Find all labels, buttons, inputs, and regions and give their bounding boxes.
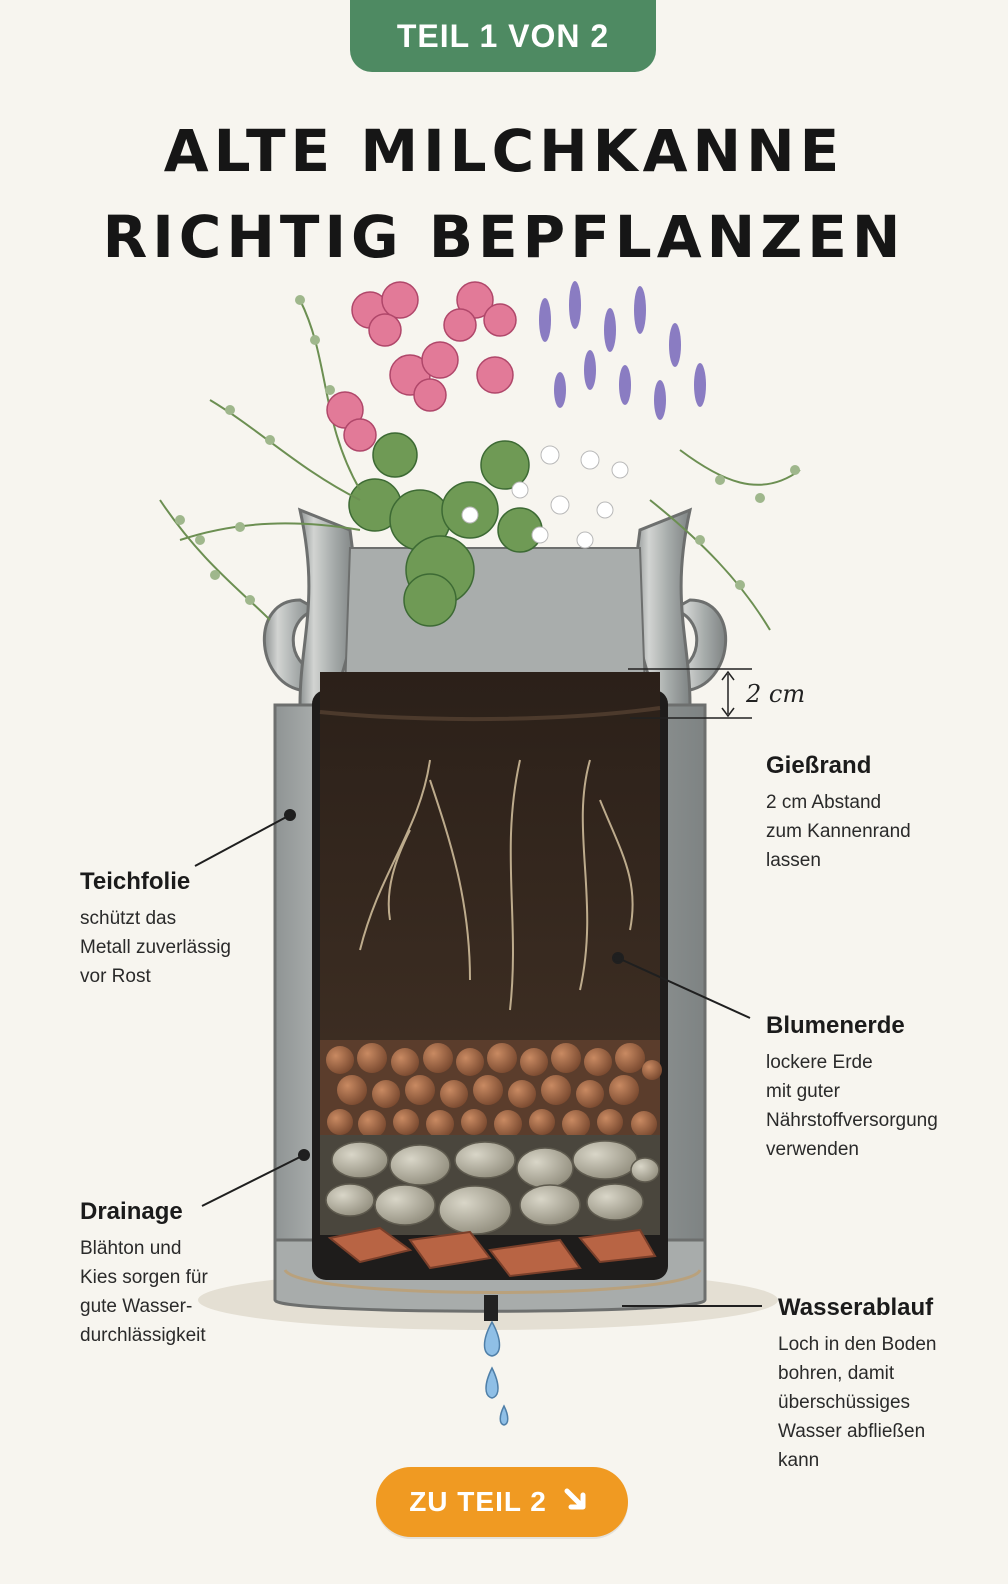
label-blumenerde-text: lockere Erde mit guter Nährstoffversorgu… xyxy=(766,1052,938,1160)
label-teichfolie-title: Teichfolie xyxy=(80,868,191,895)
label-giessrand-text: 2 cm Abstand zum Kannenrand lassen xyxy=(766,792,911,871)
callout-lines xyxy=(194,809,762,1307)
water-drop-1 xyxy=(483,1320,501,1357)
title-line-2: RICHTIG BEPFLANZEN xyxy=(102,203,906,271)
label-teichfolie: Teichfolie schützt das Metall zuverlässi… xyxy=(80,868,280,991)
label-drainage-text: Blähton und Kies sorgen für gute Wasser-… xyxy=(80,1238,208,1346)
label-giessrand-title: Gießrand xyxy=(766,752,872,779)
measure-indicator xyxy=(628,668,752,719)
label-wasserablauf-text: Loch in den Boden bohren, damit überschü… xyxy=(778,1334,937,1471)
pink-geranium-flowers xyxy=(326,281,517,452)
next-part-button[interactable]: ZU TEIL 2 xyxy=(376,1467,628,1537)
soil-layer xyxy=(320,672,660,1042)
lavender-flowers xyxy=(539,281,706,420)
arrow-down-right-icon xyxy=(564,1488,586,1510)
next-part-label: ZU TEIL 2 xyxy=(409,1486,547,1517)
label-wasserablauf-title: Wasserablauf xyxy=(778,1294,934,1321)
drain-hole xyxy=(484,1295,498,1321)
water-drop-3 xyxy=(499,1404,509,1426)
expanded-clay-layer xyxy=(320,1040,662,1138)
white-flowers xyxy=(461,445,629,549)
label-blumenerde: Blumenerde lockere Erde mit guter Nährst… xyxy=(766,1012,1002,1164)
label-giessrand: Gießrand 2 cm Abstand zum Kannenrand las… xyxy=(766,752,996,875)
label-drainage: Drainage Blähton und Kies sorgen für gut… xyxy=(80,1198,280,1350)
gravel-layer xyxy=(320,1135,660,1235)
part-badge: TEIL 1 VON 2 xyxy=(350,0,656,72)
brick-shards xyxy=(327,1226,657,1278)
roots xyxy=(359,759,634,1011)
water-drop-2 xyxy=(485,1366,499,1399)
label-teichfolie-text: schützt das Metall zuverlässig vor Rost xyxy=(80,908,231,987)
measure-label: 2 cm xyxy=(746,680,806,708)
label-blumenerde-title: Blumenerde xyxy=(766,1012,905,1039)
label-drainage-title: Drainage xyxy=(80,1198,183,1225)
title-line-1: ALTE MILCHKANNE xyxy=(163,117,845,185)
page-title: ALTE MILCHKANNE RICHTIG BEPFLANZEN xyxy=(0,108,1008,280)
label-wasserablauf: Wasserablauf Loch in den Boden bohren, d… xyxy=(778,1294,988,1475)
